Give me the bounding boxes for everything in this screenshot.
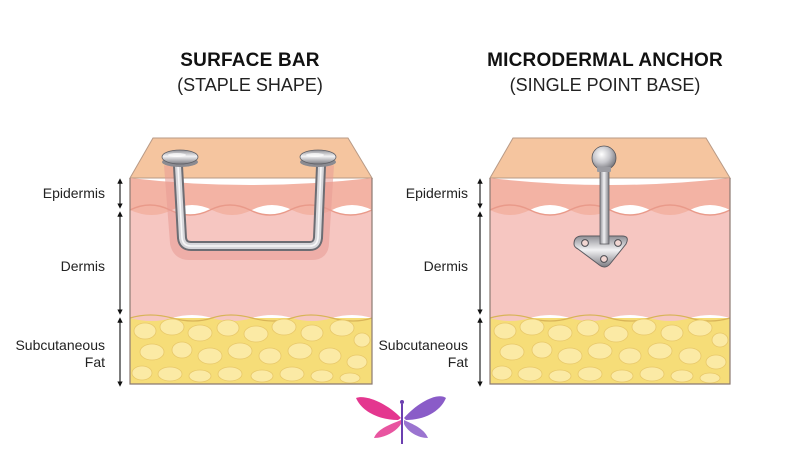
panel-subtitle: (STAPLE SHAPE): [177, 75, 323, 95]
panel-subtitle: (SINGLE POINT BASE): [509, 75, 701, 95]
skin-surface-top: [129, 137, 373, 179]
surface-bar-skin-block: [129, 137, 373, 385]
microdermal-anchor-title-block: MICRODERMAL ANCHOR (SINGLE POINT BASE): [455, 50, 755, 96]
surface-bar-jewelry: [161, 149, 337, 260]
panel-title: SURFACE BAR: [180, 50, 320, 71]
label-epidermis: Epidermis: [405, 185, 468, 201]
fat-globules: [131, 318, 371, 384]
microdermal-anchor-jewelry: [573, 145, 628, 268]
dermis-layer: [130, 205, 372, 321]
microdermal-anchor-skin-block: [489, 137, 731, 385]
butterfly-logo-icon: [356, 396, 446, 444]
fat-globules: [491, 318, 729, 384]
label-dermis: Dermis: [60, 258, 105, 274]
label-subcutaneous-fat: Subcutaneous Fat: [15, 337, 105, 370]
label-subcutaneous-fat: Subcutaneous Fat: [378, 337, 468, 370]
label-epidermis: Epidermis: [42, 185, 105, 201]
panel-title: MICRODERMAL ANCHOR: [487, 50, 723, 71]
label-dermis: Dermis: [423, 258, 468, 274]
surface-bar-title-block: SURFACE BAR (STAPLE SHAPE): [100, 50, 400, 96]
